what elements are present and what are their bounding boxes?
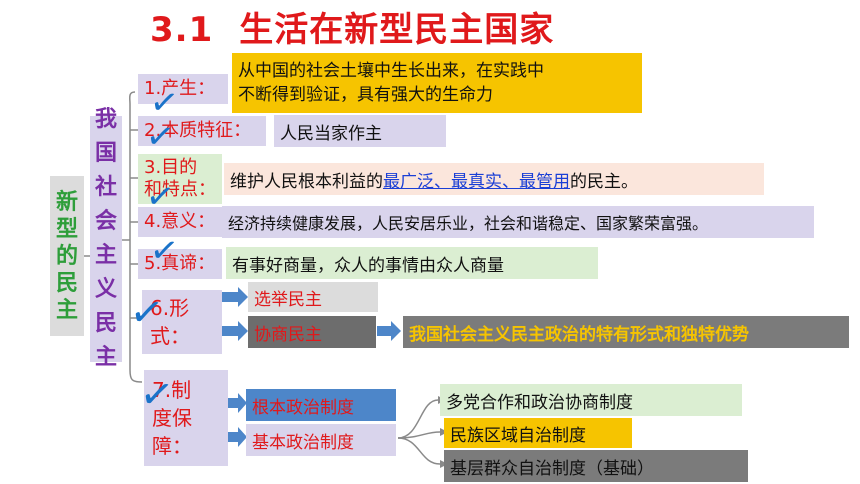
origin-line2: 不断得到验证，具有强大的生命力 [238, 85, 493, 105]
meaning-content: 经济持续健康发展，人民安居乐业，社会和谐稳定、国家繁荣富强。 [222, 206, 814, 238]
basic-item-regional-autonomy: 民族区域自治制度 [444, 418, 632, 448]
branch-text: 我国社会主义民主 [94, 107, 117, 370]
check-icon: ✓ [143, 175, 178, 219]
check-icon: ✓ [136, 369, 177, 421]
purpose-label: 3.目的 和特点： [138, 154, 222, 204]
basic-item-multiparty: 多党合作和政治协商制度 [440, 384, 742, 416]
page-title: 3.1 生活在新型民主国家 [150, 2, 554, 51]
title-number: 3.1 [150, 10, 214, 50]
true-essence-content: 有事好商量，众人的事情由众人商量 [226, 247, 598, 279]
essence-content: 人民当家作主 [274, 115, 446, 147]
origin-line1: 从中国的社会土壤中生长出来，在实践中 [238, 61, 544, 81]
meaning-label: 4.意义： [138, 207, 222, 237]
root-text: 新型的民主 [55, 189, 78, 323]
form-election: 选举民主 [248, 282, 378, 312]
guarantee-label: 7.制 度保 障： [144, 370, 228, 466]
check-icon: ✓ [126, 287, 167, 339]
true-essence-label: 5.真谛： [138, 249, 222, 279]
title-text: 生活在新型民主国家 [239, 10, 555, 50]
origin-content: 从中国的社会土壤中生长出来，在实践中 不断得到验证，具有强大的生命力 [232, 53, 642, 113]
basic-system: 基本政治制度 [246, 424, 396, 456]
check-icon: ✓ [143, 115, 178, 159]
root-node: 新型的民主 [50, 176, 84, 336]
fundamental-system: 根本政治制度 [246, 389, 396, 421]
essence-label: 2.本质特征： [138, 116, 266, 146]
branch-node: 我国社会主义民主 [90, 107, 122, 370]
origin-label: 1.产生： [138, 74, 228, 104]
purpose-content: 维护人民根本利益的最广泛、最真实、最管用的民主。 [224, 163, 764, 195]
check-icon: ✓ [147, 229, 182, 273]
form-consultation: 协商民主 [248, 316, 376, 348]
purpose-emphasis: 最广泛、最真实、最管用 [383, 171, 570, 192]
basic-item-grassroots: 基层群众自治制度（基础） [444, 450, 748, 482]
forms-label: 6.形 式： [142, 290, 222, 354]
consultation-description: 我国社会主义民主政治的特有形式和独特优势 [403, 316, 849, 348]
